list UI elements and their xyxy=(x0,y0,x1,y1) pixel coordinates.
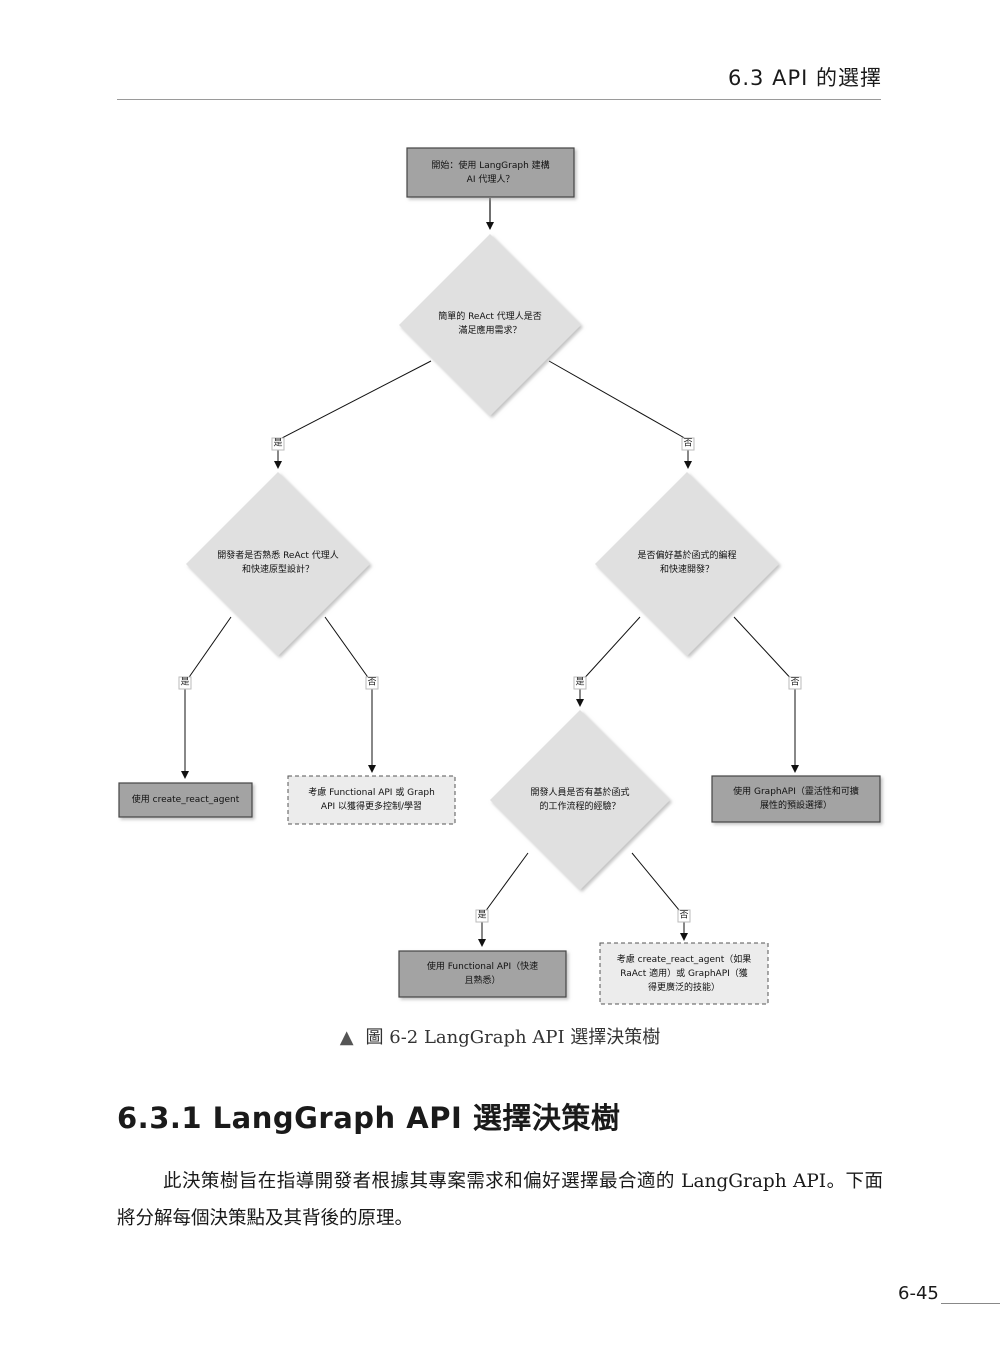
start-box-label: 開始：使用 LangGraph 建構 AI 代理人？ xyxy=(431,160,550,185)
functional-or-graph-box xyxy=(287,775,456,825)
create-react-agent-label: 使用 create_react_agent xyxy=(131,795,240,805)
edge-q3-yes xyxy=(576,616,641,707)
decision-familiar-label: 開發者是否熟悉 ReAct 代理人 和快速原型設計？ xyxy=(217,551,339,575)
edge-q4-no xyxy=(631,852,688,941)
start-box xyxy=(406,147,575,198)
edge-q1-yes xyxy=(274,360,432,469)
decision-tree-figure: 開始：使用 LangGraph 建構 AI 代理人？ 簡單的 ReAct 代理人… xyxy=(118,147,881,1005)
graph-api-box xyxy=(711,775,881,823)
decision-workflow-exp-label: 開發人員是否有基於函式 的工作流程的經驗？ xyxy=(530,788,630,812)
decision-react-simple-label: 簡單的 ReAct 代理人是否 滿足應用需求？ xyxy=(438,312,542,336)
graph-api-label: 使用 GraphAPI（靈活性和可擴 展性的預設選擇） xyxy=(733,787,859,811)
section-heading: 6.3.1 LangGraph API 選擇決策樹 xyxy=(117,1101,621,1135)
running-head: 6.3 API 的選擇 xyxy=(728,66,882,90)
branch-label-yes: 是 xyxy=(573,676,587,690)
functional-api-label: 使用 Functional API（快速 且熟悉） xyxy=(426,962,539,986)
header-rule xyxy=(117,99,881,100)
page-number: 6-45 xyxy=(898,1283,939,1304)
footer-rule xyxy=(941,1303,1000,1304)
decision-familiar xyxy=(186,472,370,656)
decision-functional-pref xyxy=(595,472,779,656)
functional-api-box xyxy=(398,950,567,998)
figure-caption-text: 圖 6-2 LangGraph API 選擇決策樹 xyxy=(365,1027,661,1048)
edge-q3-no xyxy=(733,616,799,773)
decision-functional-pref-label: 是否偏好基於函式的編程 和快速開發？ xyxy=(637,551,737,575)
figure-caption: ▲ 圖 6-2 LangGraph API 選擇決策樹 xyxy=(0,1023,1000,1049)
branch-label-no: 否 xyxy=(365,676,379,690)
functional-or-graph-label: 考慮 Functional API 或 Graph API 以獲得更多控制/學習 xyxy=(308,788,435,812)
edge-q2-no xyxy=(324,616,376,773)
branch-label-yes: 是 xyxy=(178,676,192,690)
react-or-graph-label: 考慮 create_react_agent（如果 RaAct 適用）或 Grap… xyxy=(616,954,752,993)
branch-label-no: 否 xyxy=(788,676,802,690)
edge-q1-no xyxy=(548,360,692,469)
edge-q2-yes xyxy=(181,616,232,779)
branch-label-no: 否 xyxy=(677,909,691,923)
edge-q4-yes xyxy=(478,852,529,947)
decision-workflow-exp xyxy=(490,710,670,890)
branch-label-yes: 是 xyxy=(475,909,489,923)
branch-label-no: 否 xyxy=(681,437,695,451)
react-or-graph-box xyxy=(599,942,769,1005)
body-paragraph: 此決策樹旨在指導開發者根據其專案需求和偏好選擇最合適的 LangGraph AP… xyxy=(117,1171,883,1229)
branch-label-yes: 是 xyxy=(271,437,285,451)
create-react-agent-box xyxy=(118,782,253,818)
decision-tree-diagram xyxy=(118,147,881,1005)
triangle-icon: ▲ xyxy=(339,1027,354,1048)
decision-react-simple xyxy=(399,234,581,416)
